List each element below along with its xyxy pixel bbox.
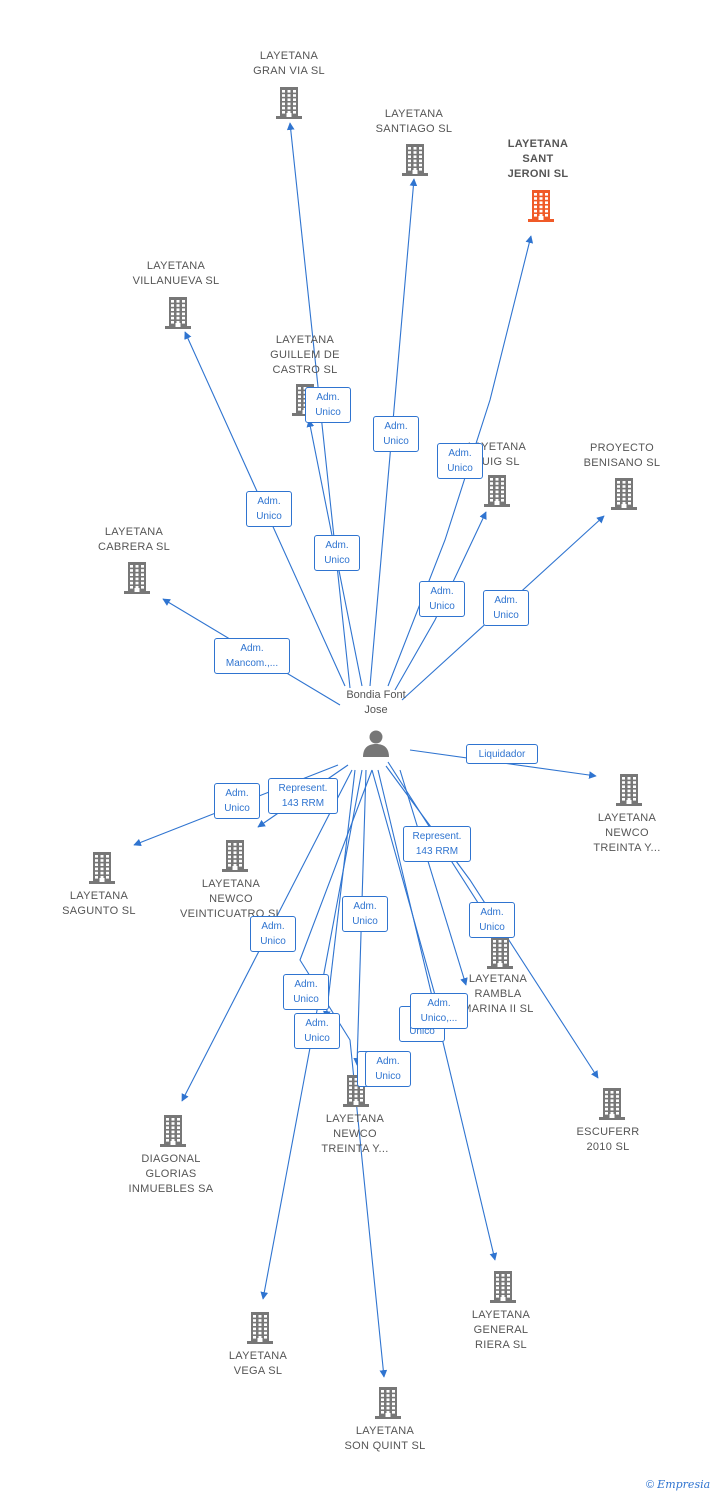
company-label-escuferr[interactable]: ESCUFERR 2010 SL xyxy=(576,1126,640,1153)
relation-label[interactable]: Liquidador xyxy=(466,744,538,764)
relation-edge xyxy=(322,769,356,1019)
building-icon[interactable] xyxy=(245,1311,275,1345)
building-icon[interactable] xyxy=(158,1114,188,1148)
company-label-newco-treinta-2[interactable]: LAYETANA NEWCO TREINTA Y... xyxy=(321,1113,389,1155)
company-label-villanueva[interactable]: LAYETANA VILLANUEVA SL xyxy=(132,260,220,287)
relation-label[interactable]: Adm. Unico xyxy=(419,581,465,617)
relation-label[interactable]: Adm. Unico xyxy=(469,902,515,938)
relation-label[interactable]: Represent. 143 RRM xyxy=(268,778,338,814)
company-label-vega[interactable]: LAYETANA VEGA SL xyxy=(228,1350,288,1377)
building-icon[interactable] xyxy=(614,773,644,807)
building-icon[interactable] xyxy=(122,561,152,595)
building-icon[interactable] xyxy=(488,1270,518,1304)
company-label-sagunto[interactable]: LAYETANA SAGUNTO SL xyxy=(62,890,136,917)
building-icon[interactable] xyxy=(482,474,512,508)
building-icon[interactable] xyxy=(373,1386,403,1420)
relation-edge xyxy=(371,769,444,1021)
company-label-gran-via[interactable]: LAYETANA GRAN VIA SL xyxy=(253,50,325,77)
relation-label[interactable]: Adm. Unico xyxy=(437,443,483,479)
copyright-symbol: © xyxy=(646,1479,655,1491)
company-label-rambla[interactable]: LAYETANA RAMBLA MARINA II SL xyxy=(462,973,534,1015)
building-icon[interactable] xyxy=(274,86,304,120)
relation-label[interactable]: Adm. Mancom.,... xyxy=(214,638,290,674)
company-label-newco-treinta-1[interactable]: LAYETANA NEWCO TREINTA Y... xyxy=(593,812,661,854)
relation-label[interactable]: Adm. Unico xyxy=(250,916,296,952)
building-icon[interactable] xyxy=(609,477,639,511)
relation-label[interactable]: Adm. Unico xyxy=(294,1013,340,1049)
person-icon[interactable] xyxy=(361,728,391,758)
building-icon[interactable] xyxy=(485,936,515,970)
person-label[interactable]: Bondia Font Jose xyxy=(346,689,406,716)
footer-brand: © Empresia xyxy=(646,1478,710,1491)
building-icon[interactable] xyxy=(163,296,193,330)
brand-name: Empresia xyxy=(657,1478,711,1491)
relation-label[interactable]: Adm. Unico xyxy=(365,1051,411,1087)
company-label-santiago[interactable]: LAYETANA SANTIAGO SL xyxy=(375,108,453,135)
relation-label[interactable]: Adm. Unico xyxy=(283,974,329,1010)
company-label-guillem[interactable]: LAYETANA GUILLEM DE CASTRO SL xyxy=(270,334,340,376)
building-icon[interactable] xyxy=(526,189,556,223)
relation-edge xyxy=(394,511,487,691)
company-label-general-riera[interactable]: LAYETANA GENERAL RIERA SL xyxy=(471,1309,531,1351)
company-label-sant-jeroni[interactable]: LAYETANA SANT JERONI SL xyxy=(507,138,569,180)
relation-label[interactable]: Adm. Unico xyxy=(483,590,529,626)
relation-label[interactable]: Adm. Unico xyxy=(214,783,260,819)
relation-label[interactable]: Adm. Unico xyxy=(246,491,292,527)
company-label-diagonal[interactable]: DIAGONAL GLORIAS INMUEBLES SA xyxy=(128,1153,214,1195)
relation-edge xyxy=(385,765,599,1079)
relation-edge xyxy=(399,769,468,986)
relation-label[interactable]: Adm. Unico xyxy=(342,896,388,932)
relation-label[interactable]: Adm. Unico xyxy=(305,387,351,423)
company-label-benisano[interactable]: PROYECTO BENISANO SL xyxy=(583,442,661,469)
building-icon[interactable] xyxy=(87,851,117,885)
relation-label[interactable]: Represent. 143 RRM xyxy=(403,826,471,862)
building-icon[interactable] xyxy=(400,143,430,177)
relation-label[interactable]: Adm. Unico xyxy=(314,535,360,571)
building-icon[interactable] xyxy=(220,839,250,873)
company-label-son-quint[interactable]: LAYETANA SON QUINT SL xyxy=(344,1425,426,1452)
building-icon[interactable] xyxy=(597,1087,627,1121)
relation-label[interactable]: Adm. Unico,... xyxy=(410,993,468,1029)
company-label-cabrera[interactable]: LAYETANA CABRERA SL xyxy=(97,526,171,553)
relation-label[interactable]: Adm. Unico xyxy=(373,416,419,452)
